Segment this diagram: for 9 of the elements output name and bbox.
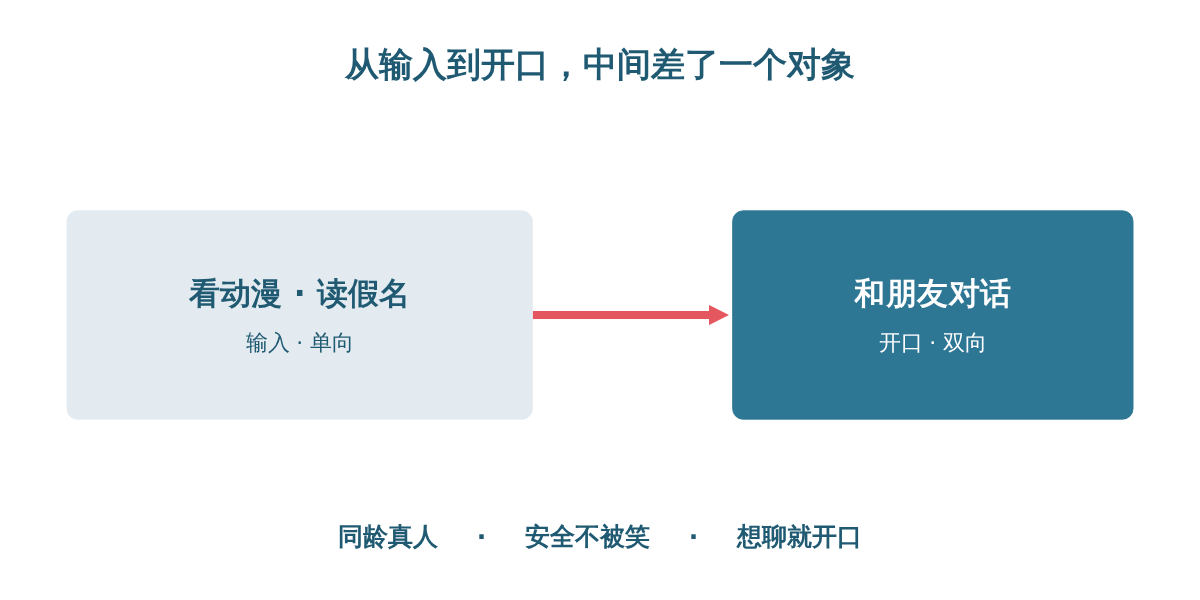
arrow xyxy=(532,304,730,326)
box-subheading: 输入 · 单向 xyxy=(245,329,354,358)
diagram-title: 从输入到开口，中间差了一个对象 xyxy=(345,43,855,86)
process-box xyxy=(66,210,533,420)
box-heading: 看动漫 · 读假名 xyxy=(188,274,411,313)
process-box xyxy=(732,210,1134,420)
feature-line: 同龄真人 · 安全不被笑 · 想聊就开口 xyxy=(338,521,862,553)
box-heading: 和朋友对话 xyxy=(854,274,1012,313)
box-subheading: 开口 · 双向 xyxy=(878,329,987,358)
